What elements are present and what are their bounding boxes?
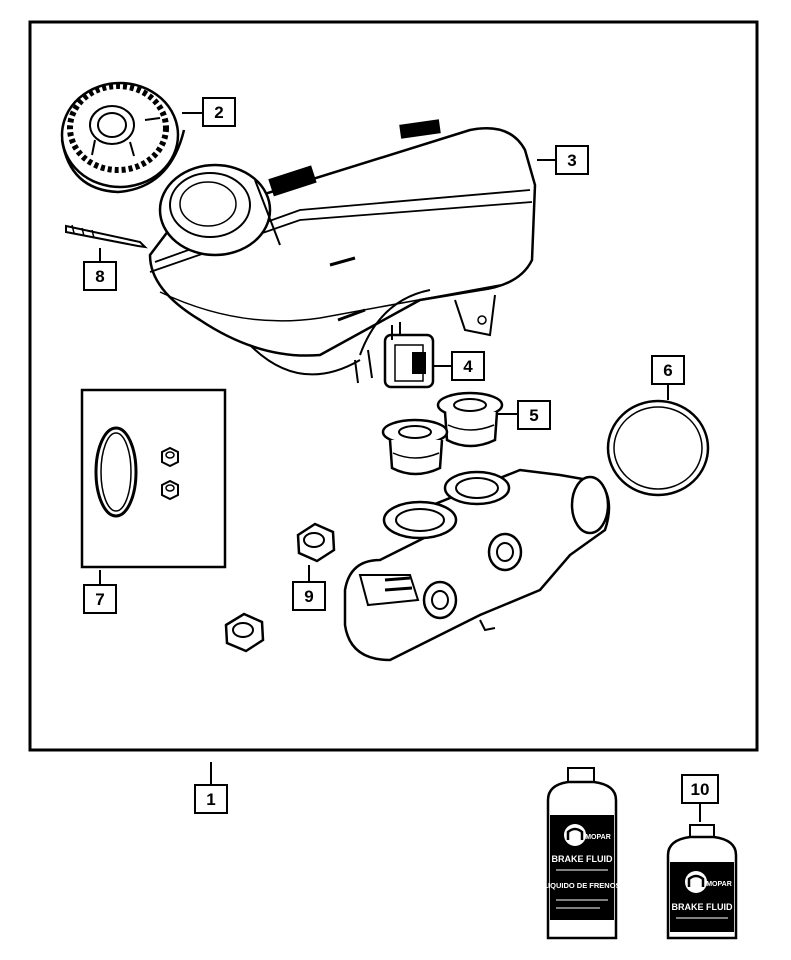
svg-text:10: 10	[691, 780, 710, 799]
assembly-frame	[28, 20, 759, 752]
callout-6: 6	[651, 355, 685, 385]
reservoir-cap	[60, 81, 186, 194]
callout-2: 2	[202, 97, 236, 127]
retaining-pin	[65, 224, 148, 249]
svg-text:7: 7	[95, 590, 104, 609]
callout-8: 8	[83, 261, 117, 291]
svg-text:9: 9	[304, 587, 313, 606]
brake-fluid-bottle-small: MOPAR BRAKE FLUID	[666, 824, 738, 940]
svg-text:8: 8	[95, 267, 104, 286]
svg-text:5: 5	[529, 406, 538, 425]
level-sensor	[383, 322, 435, 389]
svg-text:BRAKE FLUID: BRAKE FLUID	[672, 902, 733, 912]
svg-text:BRAKE FLUID: BRAKE FLUID	[552, 854, 613, 864]
callout-9: 9	[292, 581, 326, 611]
svg-text:2: 2	[214, 103, 223, 122]
svg-text:LIQUIDO DE FRENOS: LIQUIDO DE FRENOS	[543, 881, 620, 890]
leader-lines	[99, 112, 701, 822]
reservoir-grommets	[381, 391, 504, 476]
svg-text:4: 4	[463, 357, 473, 376]
brake-fluid-bottle-large: MOPAR BRAKE FLUID LIQUIDO DE FRENOS	[543, 767, 621, 940]
callout-5: 5	[517, 400, 551, 430]
seal-kit-box	[80, 388, 227, 569]
callout-4: 4	[451, 351, 485, 381]
o-ring	[94, 426, 138, 518]
kit-nuts	[161, 446, 179, 501]
seal-ring	[606, 399, 710, 497]
svg-text:MOPAR: MOPAR	[706, 881, 732, 888]
callout-10: 10	[681, 774, 719, 804]
brake-fluid-reservoir	[148, 119, 537, 384]
callout-3: 3	[555, 145, 589, 175]
svg-text:6: 6	[663, 361, 672, 380]
svg-text:MOPAR: MOPAR	[585, 834, 611, 841]
svg-text:3: 3	[567, 151, 576, 170]
callout-7: 7	[83, 584, 117, 614]
callout-1: 1	[194, 784, 228, 814]
master-cylinder	[343, 468, 611, 662]
svg-text:1: 1	[206, 790, 215, 809]
mounting-nuts	[224, 522, 336, 653]
